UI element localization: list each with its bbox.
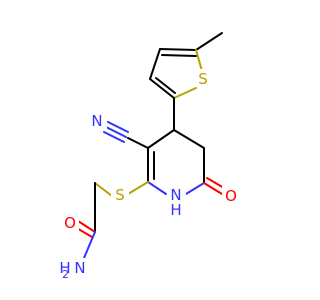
bond-c6-o-double: [206, 177, 225, 189]
atom-h-ring: H: [170, 201, 181, 219]
bond-c6-o: [203, 182, 223, 195]
bond-cn-triple-1: [105, 126, 127, 138]
bond-c2-n: [147, 181, 167, 195]
atom-n-ring: N: [170, 186, 181, 204]
atom-s-thiophene: S: [198, 70, 208, 88]
structure-canvas: S N S N H O O N H 2: [59, 32, 237, 281]
bond-co-o: [77, 220, 96, 233]
bond-thio-c5-c4-double: [161, 54, 197, 57]
molecule-diagram: S N S N H O O N H 2: [59, 32, 237, 281]
bond-thio-c2-s: [173, 87, 197, 99]
bond-thio-c4-c3: [149, 48, 161, 80]
atom-s-thioether: S: [115, 186, 125, 204]
bond-methyl: [195, 32, 223, 51]
atom-h-amide: H: [59, 259, 70, 277]
bond-n-c6: [185, 182, 205, 195]
atom-o-lactam: O: [225, 187, 237, 205]
bond-thio-c5-c4: [159, 48, 197, 51]
bond-thio-c3-c2: [149, 78, 175, 99]
bond-s-ch2: [94, 182, 113, 197]
bond-cn-triple-2: [107, 121, 129, 133]
bond-c2-s: [127, 181, 149, 195]
bond-c4-c3: [147, 129, 175, 149]
atom-o-amide: O: [64, 214, 76, 232]
bond-c4-c5: [173, 129, 205, 149]
bond-thio-c3-c2-double: [155, 77, 176, 94]
atom-n-amide: N: [74, 259, 85, 277]
bond-cn-triple-3: [103, 131, 125, 143]
bond-c3-cn: [127, 137, 149, 149]
bond-co-n: [83, 231, 96, 259]
atom-n-nitrile: N: [91, 112, 102, 130]
atom-h-subscript: 2: [62, 268, 69, 281]
